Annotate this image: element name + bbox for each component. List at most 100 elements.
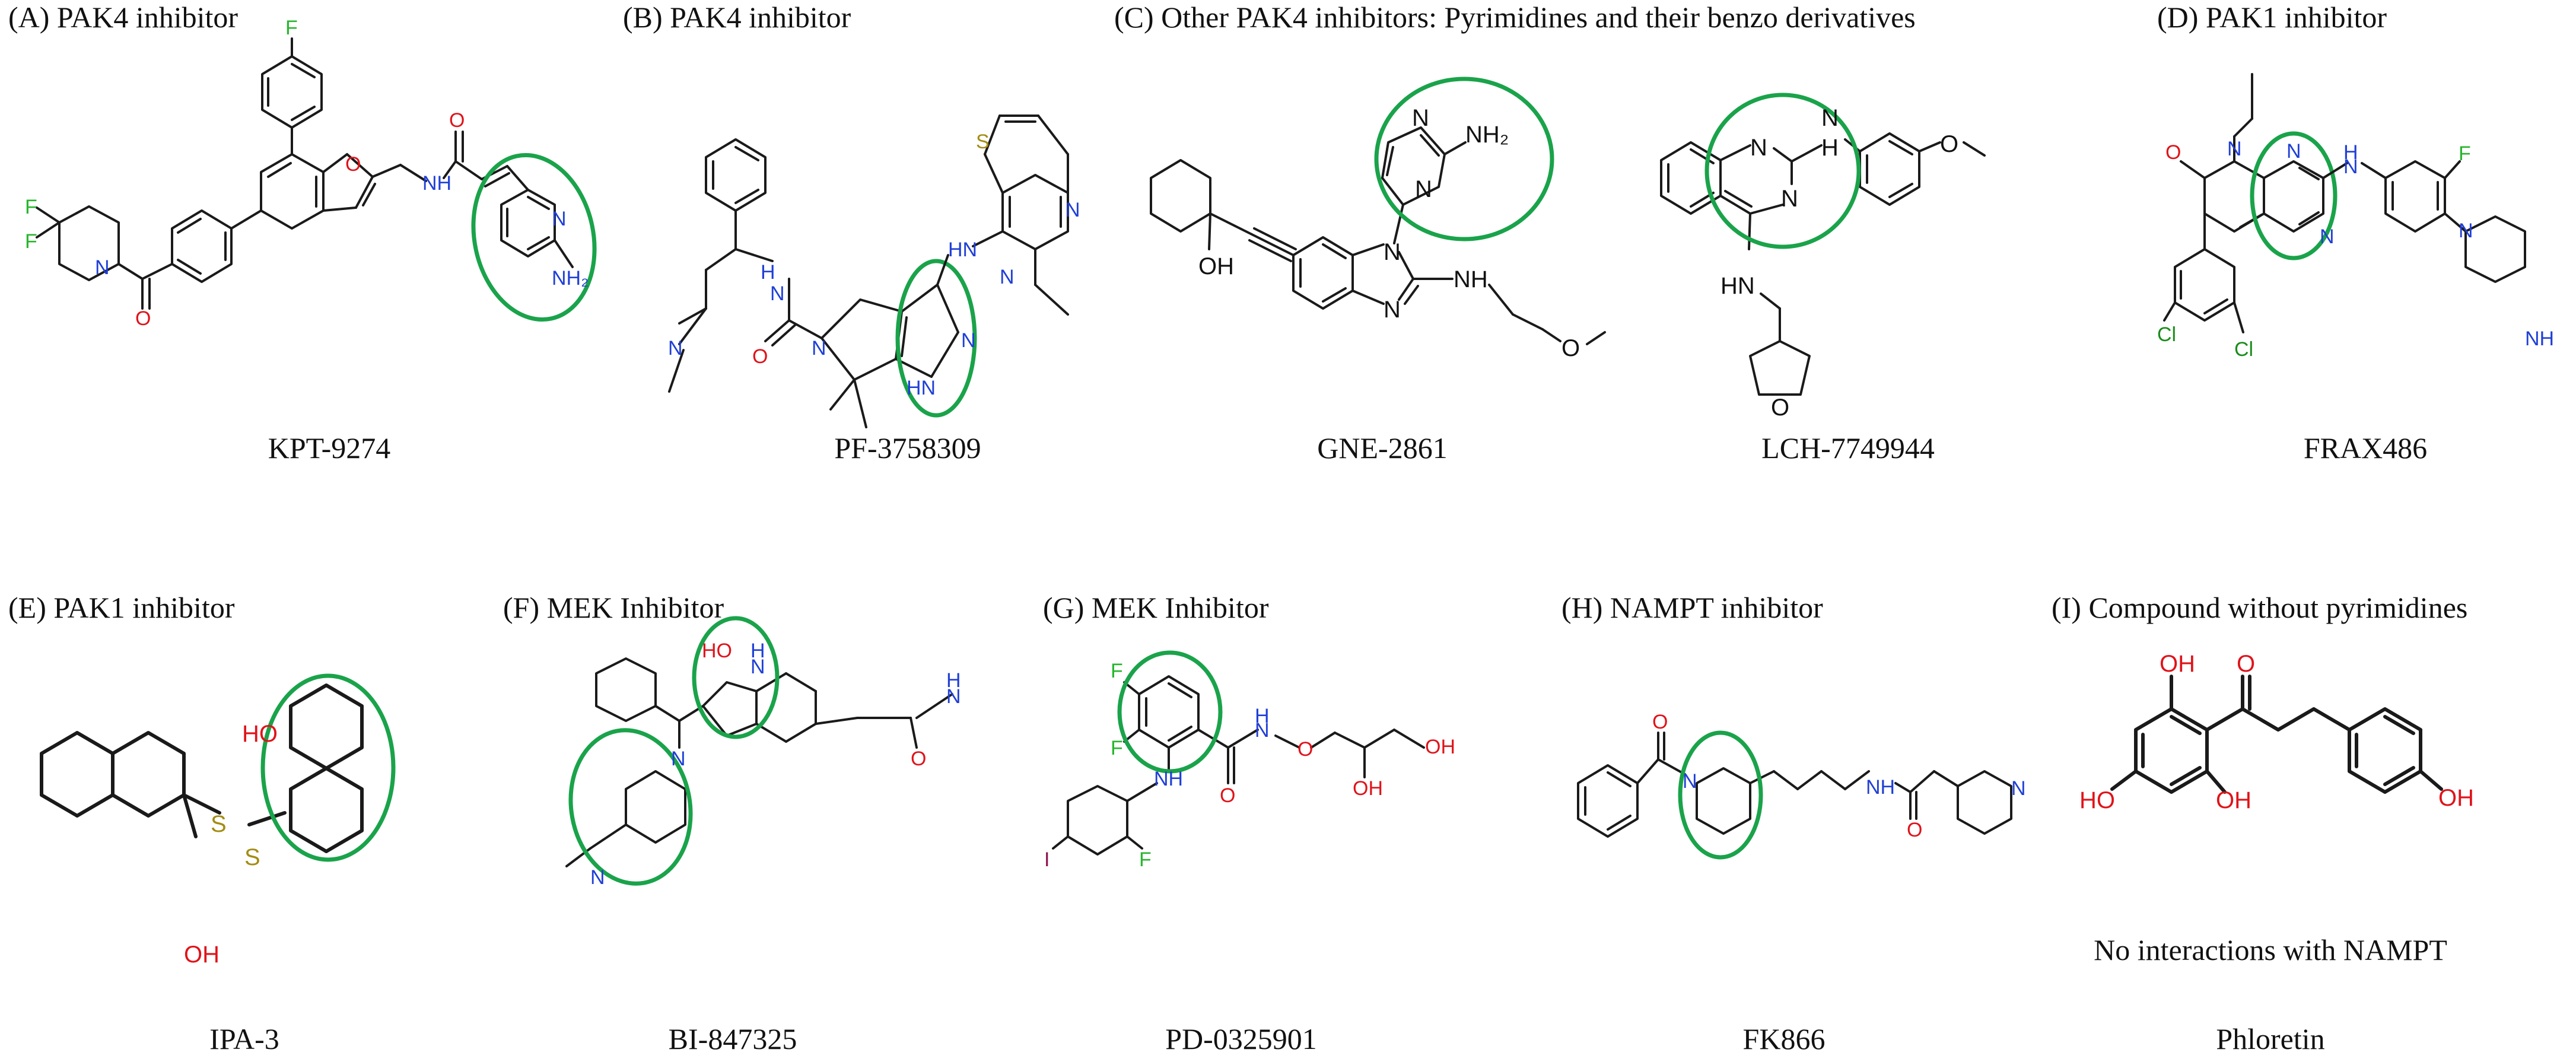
atom-n: N (1750, 135, 1767, 161)
atom-f: F (1111, 737, 1123, 759)
atom-nh: NH (2525, 327, 2554, 350)
atom-oh: OH (2216, 787, 2251, 813)
atom-o: O (449, 109, 465, 132)
compound-name-kpt-9274: KPT-9274 (268, 431, 391, 465)
atom-o: O (1940, 131, 1958, 157)
atom-n: N (1384, 239, 1401, 265)
atom-o: O (752, 345, 768, 368)
structure-lch-7749944: N N H N O HN O (1660, 93, 1986, 421)
panel-label-f: (F) MEK Inhibitor (503, 591, 724, 624)
atom-cl: Cl (2157, 323, 2176, 346)
panel-label-i: (I) Compound without pyrimidines (2052, 591, 2468, 624)
atom-ho: HO (2079, 787, 2115, 813)
atom-h: H (946, 669, 961, 692)
atom-cl: Cl (2234, 338, 2253, 361)
atom-f: F (1111, 660, 1123, 682)
atom-hn: HN (907, 377, 936, 399)
atom-o: O (135, 307, 151, 330)
atom-n: N (946, 685, 961, 708)
panel-label-g: (G) MEK Inhibitor (1043, 591, 1269, 624)
atom-hn: HN (948, 239, 977, 261)
atom-o: O (1652, 711, 1668, 733)
structure-frax486: O N N N H N F N NH Cl Cl (2157, 73, 2554, 361)
atom-o: O (345, 153, 361, 176)
atom-n: N (1255, 719, 1270, 742)
compound-name-gne-2861: GNE-2861 (1317, 431, 1448, 465)
atom-n: N (2459, 220, 2473, 242)
structure-pd-0325901: F F H N O O OH OH NH I F (1044, 650, 1455, 871)
atom-h: H (2343, 141, 2358, 164)
atom-oh: OH (1353, 777, 1383, 800)
atom-oh: OH (184, 942, 220, 968)
atom-ho: HO (702, 640, 732, 662)
compound-name-ipa-3: IPA-3 (209, 1022, 279, 1055)
atom-n: N (552, 208, 567, 230)
structure-ipa-3: HO S S OH (40, 673, 396, 968)
atom-n: N (1415, 176, 1432, 202)
panel-label-e: (E) PAK1 inhibitor (8, 591, 235, 624)
atom-s: S (244, 844, 260, 870)
atom-s: S (976, 131, 990, 153)
atom-nh2: NH₂ (1465, 122, 1509, 148)
compound-name-frax486: FRAX486 (2303, 431, 2428, 465)
atom-o: O (911, 748, 926, 770)
atom-n: N (2343, 155, 2358, 178)
compound-name-lch-7749944: LCH-7749944 (1761, 431, 1935, 465)
atom-f: F (25, 230, 37, 253)
atom-n: N (1000, 266, 1015, 288)
atom-o: O (2165, 141, 2181, 164)
atom-nh: NH (1454, 266, 1488, 292)
panel-label-b: (B) PAK4 inhibitor (623, 1, 851, 34)
compound-name-pd-0325901: PD-0325901 (1165, 1022, 1317, 1055)
structure-kpt-9274: F F N O O F NH O N NH₂ (25, 17, 597, 330)
note-no-interactions: No interactions with NAMPT (2094, 933, 2447, 966)
atom-h: H (1255, 705, 1270, 727)
atom-f: F (25, 196, 37, 218)
atom-n: N (668, 337, 683, 360)
atom-ho: HO (242, 721, 278, 747)
atom-hn: HN (1720, 273, 1755, 299)
atom-n: N (95, 256, 110, 279)
structure-gne-2861: OH N N NH O N N NH₂ (1150, 77, 1606, 361)
atom-nh: NH (1866, 776, 1895, 799)
structure-bi-847325: HO H N N N O H N (565, 616, 961, 889)
atom-s: S (211, 811, 227, 837)
atom-n: N (750, 656, 765, 678)
atom-n: N (590, 866, 605, 889)
atom-o: O (1907, 819, 1922, 841)
panel-label-h: (H) NAMPT inhibitor (1561, 591, 1823, 624)
structure-phloretin: OH O HO OH OH (2079, 651, 2474, 813)
atom-nh: NH (1154, 768, 1183, 790)
panel-label-a: (A) PAK4 inhibitor (8, 1, 238, 34)
atom-n: N (1821, 105, 1839, 131)
atom-o: O (1220, 784, 1235, 807)
atom-n: N (1683, 770, 1697, 793)
compound-name-pf-3758309: PF-3758309 (834, 431, 981, 465)
atom-n: N (812, 337, 826, 360)
atom-n: N (1384, 297, 1401, 323)
atom-nh: NH (422, 172, 451, 195)
atom-h: H (750, 640, 765, 662)
atom-f: F (2459, 142, 2471, 165)
structure-pf-3758309: H N N O N N HN HN N N S (668, 115, 1080, 428)
panel-label-c: (C) Other PAK4 inhibitors: Pyrimidines a… (1114, 1, 1916, 34)
atom-n: N (1781, 186, 1798, 212)
atom-oh: OH (1198, 253, 1234, 279)
atom-n: N (1412, 105, 1429, 131)
atom-n: N (1066, 199, 1080, 221)
compound-name-fk866: FK866 (1742, 1022, 1826, 1055)
atom-n: N (2227, 138, 2242, 160)
atom-oh: OH (1425, 736, 1455, 758)
atom-n: N (671, 748, 686, 770)
atom-f: F (1139, 848, 1152, 871)
panel-label-d: (D) PAK1 inhibitor (2157, 1, 2387, 34)
atom-o: O (1561, 335, 1580, 361)
atom-oh: OH (2160, 651, 2195, 677)
atom-nh2: NH₂ (552, 267, 589, 290)
atom-n: N (2011, 777, 2026, 800)
compound-name-phloretin: Phloretin (2216, 1022, 2325, 1055)
atom-h: H (761, 261, 775, 284)
atom-n: N (2286, 140, 2301, 163)
atom-i: I (1044, 848, 1050, 871)
